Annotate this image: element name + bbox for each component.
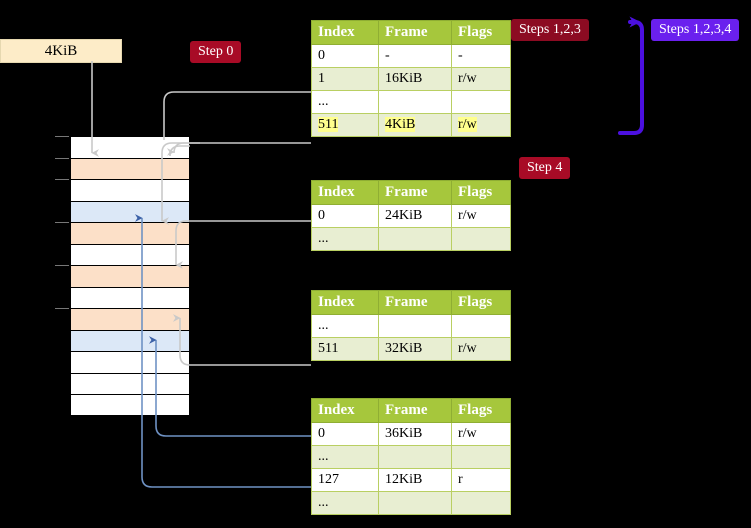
- table-cell: r: [451, 468, 511, 492]
- memory-frame-row: [70, 179, 190, 201]
- memory-tick-mark: [55, 136, 69, 137]
- memory-frame-row: [70, 394, 190, 416]
- table-cell: 4KiB: [378, 113, 452, 137]
- table-cell: -: [451, 44, 511, 68]
- table-cell: ...: [311, 227, 379, 251]
- memory-frame-row: [70, 243, 190, 265]
- column-header-index: Index: [311, 180, 379, 205]
- memory-tick-mark: [55, 222, 69, 223]
- memory-frame-row: [70, 136, 190, 158]
- column-header-flags: Flags: [451, 20, 511, 45]
- table-cell: [451, 314, 511, 338]
- table-cell: [378, 227, 452, 251]
- arrow-table1-24kib-to-memory: [175, 220, 311, 269]
- memory-frame-row: [70, 351, 190, 373]
- memory-frame-row: [70, 265, 190, 287]
- table-cell: [451, 227, 511, 251]
- table-cell: 511: [311, 113, 379, 137]
- table-cell: ...: [311, 90, 379, 114]
- table-cell: r/w: [451, 67, 511, 91]
- table-cell: 0: [311, 44, 379, 68]
- table-cell: [451, 90, 511, 114]
- table-cell: [378, 314, 452, 338]
- memory-frame-row: [70, 286, 190, 308]
- column-header-index: Index: [311, 398, 379, 423]
- table-cell: [451, 491, 511, 515]
- column-header-index: Index: [311, 290, 379, 315]
- table-cell: ...: [311, 491, 379, 515]
- memory-tick-mark: [55, 179, 69, 180]
- memory-tick-mark: [55, 308, 69, 309]
- badge-step-0: Step 0: [190, 41, 242, 63]
- table-row: 0--: [311, 44, 511, 68]
- arrow-table2-32kib-to-memory: [173, 314, 311, 366]
- memory-frame-row: [70, 308, 190, 330]
- column-header-index: Index: [311, 20, 379, 45]
- column-header-frame: Frame: [378, 398, 452, 423]
- table-cell: -: [378, 44, 452, 68]
- table-cell: [378, 491, 452, 515]
- table-cell: r/w: [451, 422, 511, 446]
- memory-frame-row: [70, 222, 190, 244]
- table-cell: 24KiB: [378, 204, 452, 228]
- frame-size-label: 4KiB: [0, 39, 122, 63]
- table-cell: [378, 90, 452, 114]
- column-header-frame: Frame: [378, 180, 452, 205]
- table-cell: 12KiB: [378, 468, 452, 492]
- physical-memory-column: [55, 136, 190, 416]
- table-cell: 0: [311, 204, 379, 228]
- badge-step-4: Step 4: [519, 157, 571, 179]
- table-cell: [451, 445, 511, 469]
- table-cell: 511: [311, 337, 379, 361]
- memory-frame-row: [70, 157, 190, 179]
- table-cell: r/w: [451, 113, 511, 137]
- arrow-steps-bracket: [618, 16, 644, 135]
- table-cell: 127: [311, 468, 379, 492]
- memory-tick-mark: [55, 157, 69, 159]
- table-cell: 16KiB: [378, 67, 452, 91]
- table-cell: 32KiB: [378, 337, 452, 361]
- table-row: ...: [311, 491, 511, 515]
- badge-steps-1-2-3: Steps 1,2,3: [511, 19, 589, 41]
- memory-frame-row: [70, 200, 190, 222]
- table-cell: ...: [311, 445, 379, 469]
- table-cell: ...: [311, 314, 379, 338]
- memory-frame-row: [70, 372, 190, 394]
- table-cell: 0: [311, 422, 379, 446]
- memory-frame-row: [70, 329, 190, 351]
- table-row: ...: [311, 314, 511, 338]
- badge-steps-1-2-3-4: Steps 1,2,3,4: [651, 19, 740, 41]
- column-header-flags: Flags: [451, 290, 511, 315]
- table-cell: 36KiB: [378, 422, 452, 446]
- column-header-flags: Flags: [451, 180, 511, 205]
- column-header-frame: Frame: [378, 20, 452, 45]
- table-row: ...: [311, 90, 511, 114]
- table-cell: r/w: [451, 337, 511, 361]
- column-header-flags: Flags: [451, 398, 511, 423]
- arrow-table0-row1-trunk: [163, 91, 311, 140]
- memory-tick-mark: [55, 265, 69, 266]
- column-header-frame: Frame: [378, 290, 452, 315]
- table-cell: r/w: [451, 204, 511, 228]
- table-cell: 1: [311, 67, 379, 91]
- table-row: ...: [311, 445, 511, 469]
- table-cell: [378, 445, 452, 469]
- table-row: ...: [311, 227, 511, 251]
